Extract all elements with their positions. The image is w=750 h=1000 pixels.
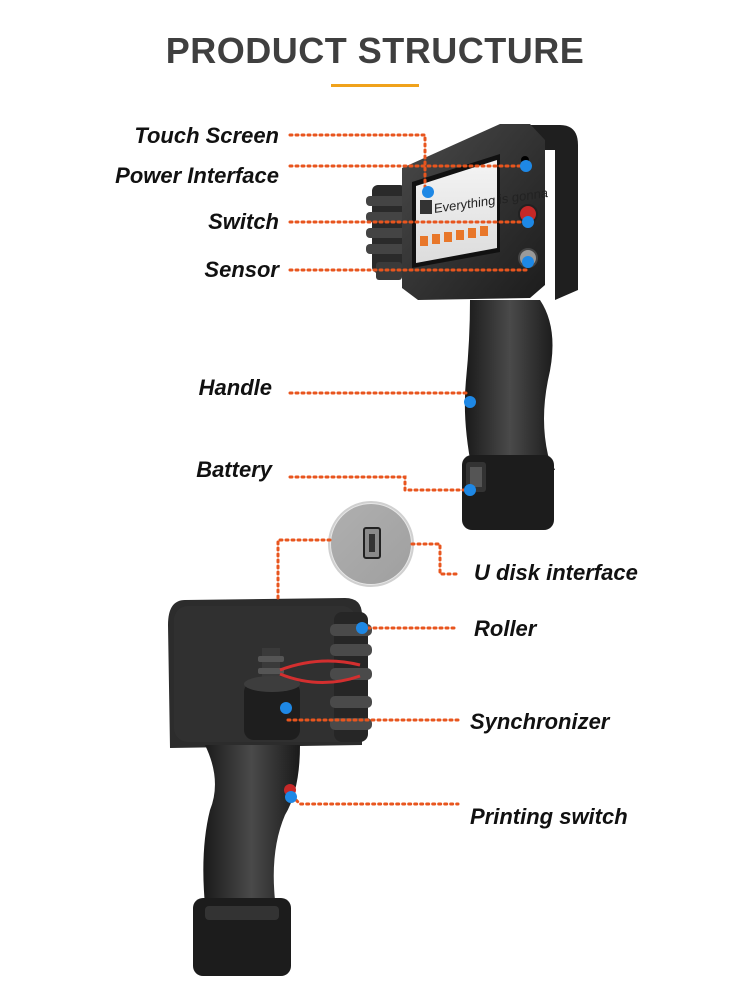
u-disk-inset [328, 501, 414, 587]
label-touch-screen: Touch Screen [134, 123, 279, 148]
label-synchronizer: Synchronizer [470, 709, 610, 734]
leader-lines [276, 133, 530, 806]
synchronizer-wheel [244, 648, 300, 740]
label-u-disk-interface: U disk interface [474, 560, 638, 585]
label-switch: Switch [208, 209, 279, 234]
touch-screen-display: Everything is gonna [412, 154, 549, 268]
label-sensor: Sensor [204, 257, 279, 282]
side-roller [366, 185, 410, 280]
handle-grip [464, 300, 555, 470]
front-view-printer: Everything is gonna [366, 124, 578, 530]
battery-pack [462, 455, 554, 530]
label-handle: Handle [198, 375, 272, 400]
title-underline [331, 84, 419, 87]
label-printing-switch: Printing switch [470, 804, 628, 829]
label-roller: Roller [474, 616, 537, 641]
label-power-interface: Power Interface [115, 163, 279, 188]
page-title: PRODUCT STRUCTURE [165, 30, 585, 71]
side-view-printer [168, 598, 372, 976]
side-handle [203, 745, 300, 905]
label-battery: Battery [196, 457, 272, 482]
callout-markers [280, 160, 534, 803]
